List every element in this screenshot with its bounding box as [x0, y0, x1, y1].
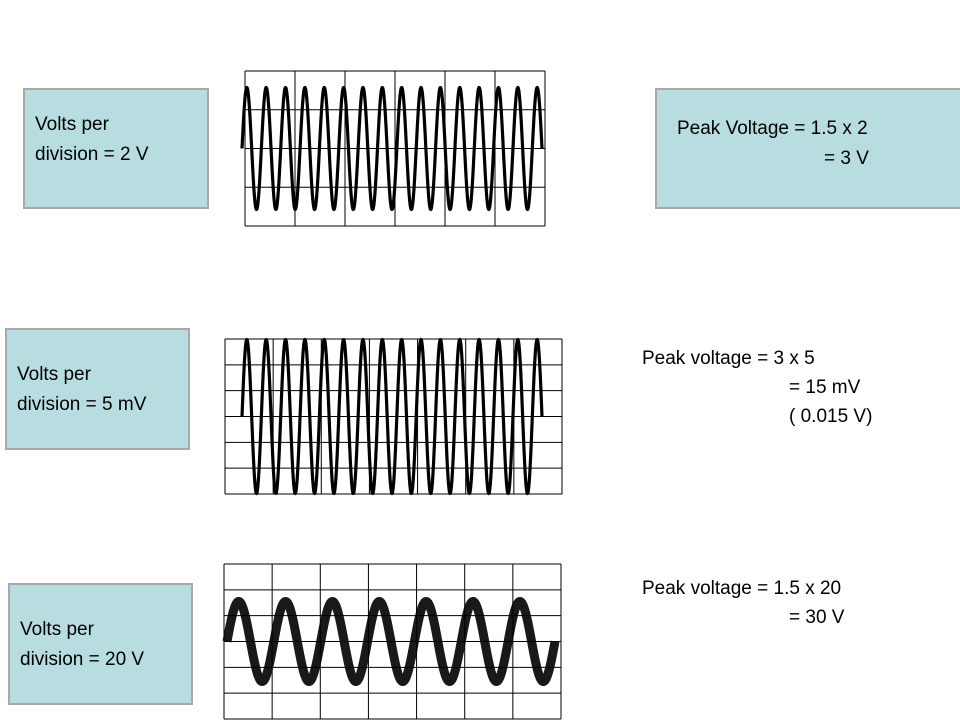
calc-line: Peak Voltage = 1.5 x 2	[677, 118, 868, 139]
peak-voltage-calc-2: Peak voltage = 3 x 5 = 15 mV ( 0.015 V)	[642, 344, 872, 431]
calc-line: Peak voltage = 1.5 x 20	[642, 578, 842, 599]
oscilloscope-trace-3	[222, 563, 562, 720]
settings-line: division = 2 V	[35, 144, 149, 165]
volts-per-division-box-2: Volts per division = 5 mV	[5, 328, 190, 450]
sine-wave-trace	[240, 337, 544, 496]
calc-line: = 3 V	[824, 148, 869, 169]
oscilloscope-trace-1	[240, 70, 546, 227]
sine-wave-trace	[240, 85, 544, 212]
calc-line: Peak voltage = 3 x 5	[642, 348, 815, 369]
calc-line: ( 0.015 V)	[789, 406, 873, 427]
calc-line: = 15 mV	[789, 377, 861, 398]
volts-per-division-box-3: Volts per division = 20 V	[8, 583, 193, 705]
settings-line: Volts per	[35, 114, 109, 135]
settings-line: division = 20 V	[20, 649, 145, 670]
settings-line: Volts per	[17, 364, 91, 385]
peak-voltage-calc-3: Peak voltage = 1.5 x 20 = 30 V	[642, 574, 844, 632]
settings-line: division = 5 mV	[17, 394, 147, 415]
peak-voltage-box-1: Peak Voltage = 1.5 x 2 = 3 V	[655, 88, 960, 209]
settings-line: Volts per	[20, 619, 94, 640]
oscilloscope-trace-2	[224, 337, 563, 496]
calc-line: = 30 V	[789, 607, 845, 628]
volts-per-division-box-1: Volts per division = 2 V	[23, 88, 209, 209]
sine-wave-trace	[222, 597, 560, 686]
